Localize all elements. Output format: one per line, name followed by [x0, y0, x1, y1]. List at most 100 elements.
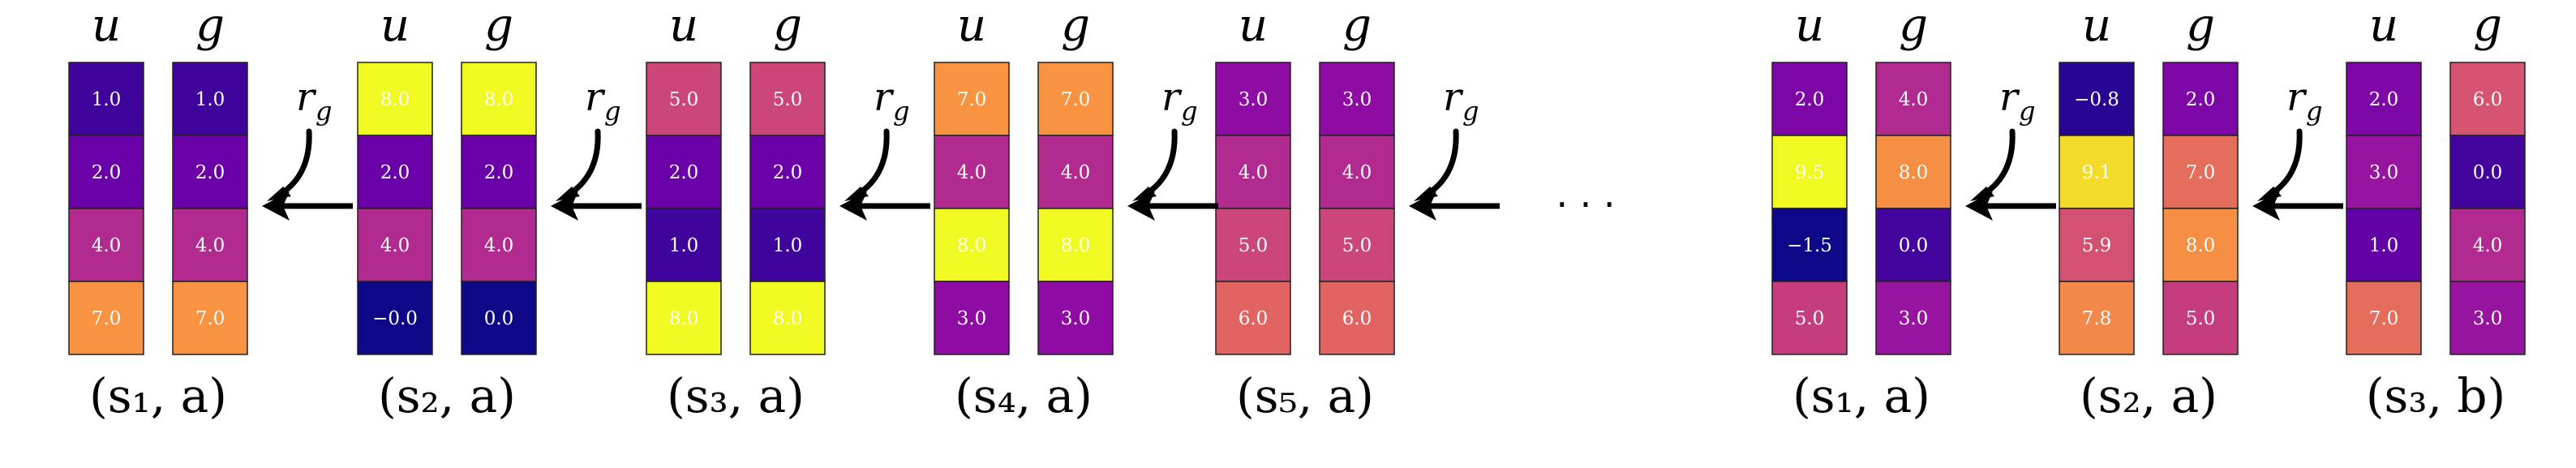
u-column-cell: [1771, 281, 1848, 355]
g-column-cell-value: 4.0: [484, 235, 514, 256]
g-column-cell-value: 2.0: [195, 162, 225, 183]
g-column-cell-value: 2.0: [2186, 89, 2216, 110]
reward-label-subscript: g: [1462, 96, 1479, 127]
u-header: u: [2369, 0, 2398, 52]
u-column-cell-value: −0.8: [2074, 89, 2119, 110]
u-column-cell: [68, 62, 144, 136]
reward-label-subscript: g: [893, 96, 909, 127]
left-arrow-curve: [562, 128, 601, 200]
right-arrow-head: [1965, 191, 1993, 221]
u-column-cell: [68, 135, 144, 209]
g-column-cell: [1037, 208, 1114, 282]
g-column-cell: [749, 208, 826, 282]
reward-label: r: [1161, 75, 1183, 120]
reward-label-subscript: g: [1181, 96, 1197, 127]
g-column-cell-value: 5.0: [2186, 308, 2216, 329]
g-column-cell-value: 7.0: [1061, 89, 1091, 110]
g-column-cell: [2449, 208, 2526, 282]
g-header: g: [484, 0, 513, 52]
g-column-cell-value: 0.0: [2473, 162, 2503, 183]
u-column-cell: [2059, 208, 2135, 282]
right-arrow-curve: [1977, 128, 2016, 200]
u-column-cell: [2346, 62, 2422, 136]
right-arrow-curve: [2264, 128, 2303, 200]
u-column-cell-value: 3.0: [2369, 162, 2399, 183]
u-header: u: [92, 0, 121, 52]
left-arrow-head: [1127, 191, 1155, 221]
g-column-cell: [2162, 135, 2239, 209]
g-column-cell-value: 8.0: [1061, 235, 1091, 256]
g-column-cell-value: 8.0: [2186, 235, 2216, 256]
g-column-cell: [2162, 281, 2239, 355]
left-arrow-curve: [1420, 128, 1459, 200]
g-column-cell-value: 4.0: [2473, 235, 2503, 256]
g-header: g: [2473, 0, 2502, 52]
u-column-cell-value: 8.0: [380, 89, 410, 110]
u-column-cell: [934, 135, 1010, 209]
u-column-cell: [646, 135, 722, 209]
left-arrow-head: [839, 191, 867, 221]
u-header: u: [380, 0, 410, 52]
g-column-cell: [172, 135, 248, 209]
u-column-cell: [1771, 135, 1848, 209]
u-column-cell-value: 3.0: [1239, 89, 1269, 110]
u-column-cell: [357, 135, 433, 209]
g-column-cell-value: 2.0: [773, 162, 803, 183]
left-arrow-curve-head: [1414, 187, 1438, 201]
u-column-cell-value: 2.0: [92, 162, 122, 183]
g-column-cell-value: 6.0: [1342, 308, 1372, 329]
u-column-cell-value: 2.0: [380, 162, 410, 183]
g-column-cell-value: 7.0: [2186, 162, 2216, 183]
u-column-cell-value: 7.8: [2082, 308, 2112, 329]
g-header: g: [2186, 0, 2215, 52]
u-column-cell: [357, 208, 433, 282]
g-column-cell-value: 3.0: [1342, 89, 1372, 110]
u-column-cell: [2059, 135, 2135, 209]
left-arrow-head: [1409, 191, 1436, 221]
u-column-cell: [646, 208, 722, 282]
g-column-cell: [461, 281, 537, 355]
g-column-cell: [1037, 62, 1114, 136]
left-arrow-head: [551, 191, 578, 221]
u-column-cell: [1215, 62, 1291, 136]
left-arrow-curve: [851, 128, 890, 200]
u-header: u: [1239, 0, 1268, 52]
u-column-cell-value: 5.0: [669, 89, 699, 110]
g-column-cell: [172, 281, 248, 355]
g-column-cell-value: 8.0: [773, 308, 803, 329]
u-column-cell: [646, 281, 722, 355]
g-column-cell-value: 3.0: [1899, 308, 1929, 329]
u-column-cell: [934, 281, 1010, 355]
reward-label: r: [2286, 75, 2308, 120]
g-column-cell-value: 5.0: [773, 89, 803, 110]
u-column-cell-value: 2.0: [1795, 89, 1825, 110]
reward-label-subscript: g: [2306, 96, 2322, 127]
reward-label: r: [1443, 75, 1464, 120]
left-arrow-head: [262, 191, 290, 221]
g-header: g: [1061, 0, 1090, 52]
reward-label: r: [1999, 75, 2020, 120]
state-label: (s₂, a): [2080, 368, 2218, 423]
reward-label-subscript: g: [316, 96, 332, 127]
u-column-cell-value: 8.0: [669, 308, 699, 329]
reward-label: r: [874, 75, 895, 120]
g-column-cell: [2162, 208, 2239, 282]
u-column-cell-value: 4.0: [380, 235, 410, 256]
reward-label: r: [296, 75, 317, 120]
g-column-cell: [2449, 135, 2526, 209]
u-header: u: [957, 0, 986, 52]
g-column-cell-value: 4.0: [1342, 162, 1372, 183]
u-column-cell-value: 1.0: [92, 89, 122, 110]
u-column-cell: [646, 62, 722, 136]
g-column-cell-value: 1.0: [195, 89, 225, 110]
g-column-cell-value: 3.0: [2473, 308, 2503, 329]
u-column-cell-value: 4.0: [92, 235, 122, 256]
g-column-cell: [749, 62, 826, 136]
g-column-cell: [2162, 62, 2239, 136]
g-column-cell: [1319, 62, 1395, 136]
ellipsis: · · ·: [1556, 182, 1615, 226]
u-column-cell: [68, 281, 144, 355]
g-column-cell-value: 8.0: [1899, 162, 1929, 183]
g-column-cell: [749, 281, 826, 355]
